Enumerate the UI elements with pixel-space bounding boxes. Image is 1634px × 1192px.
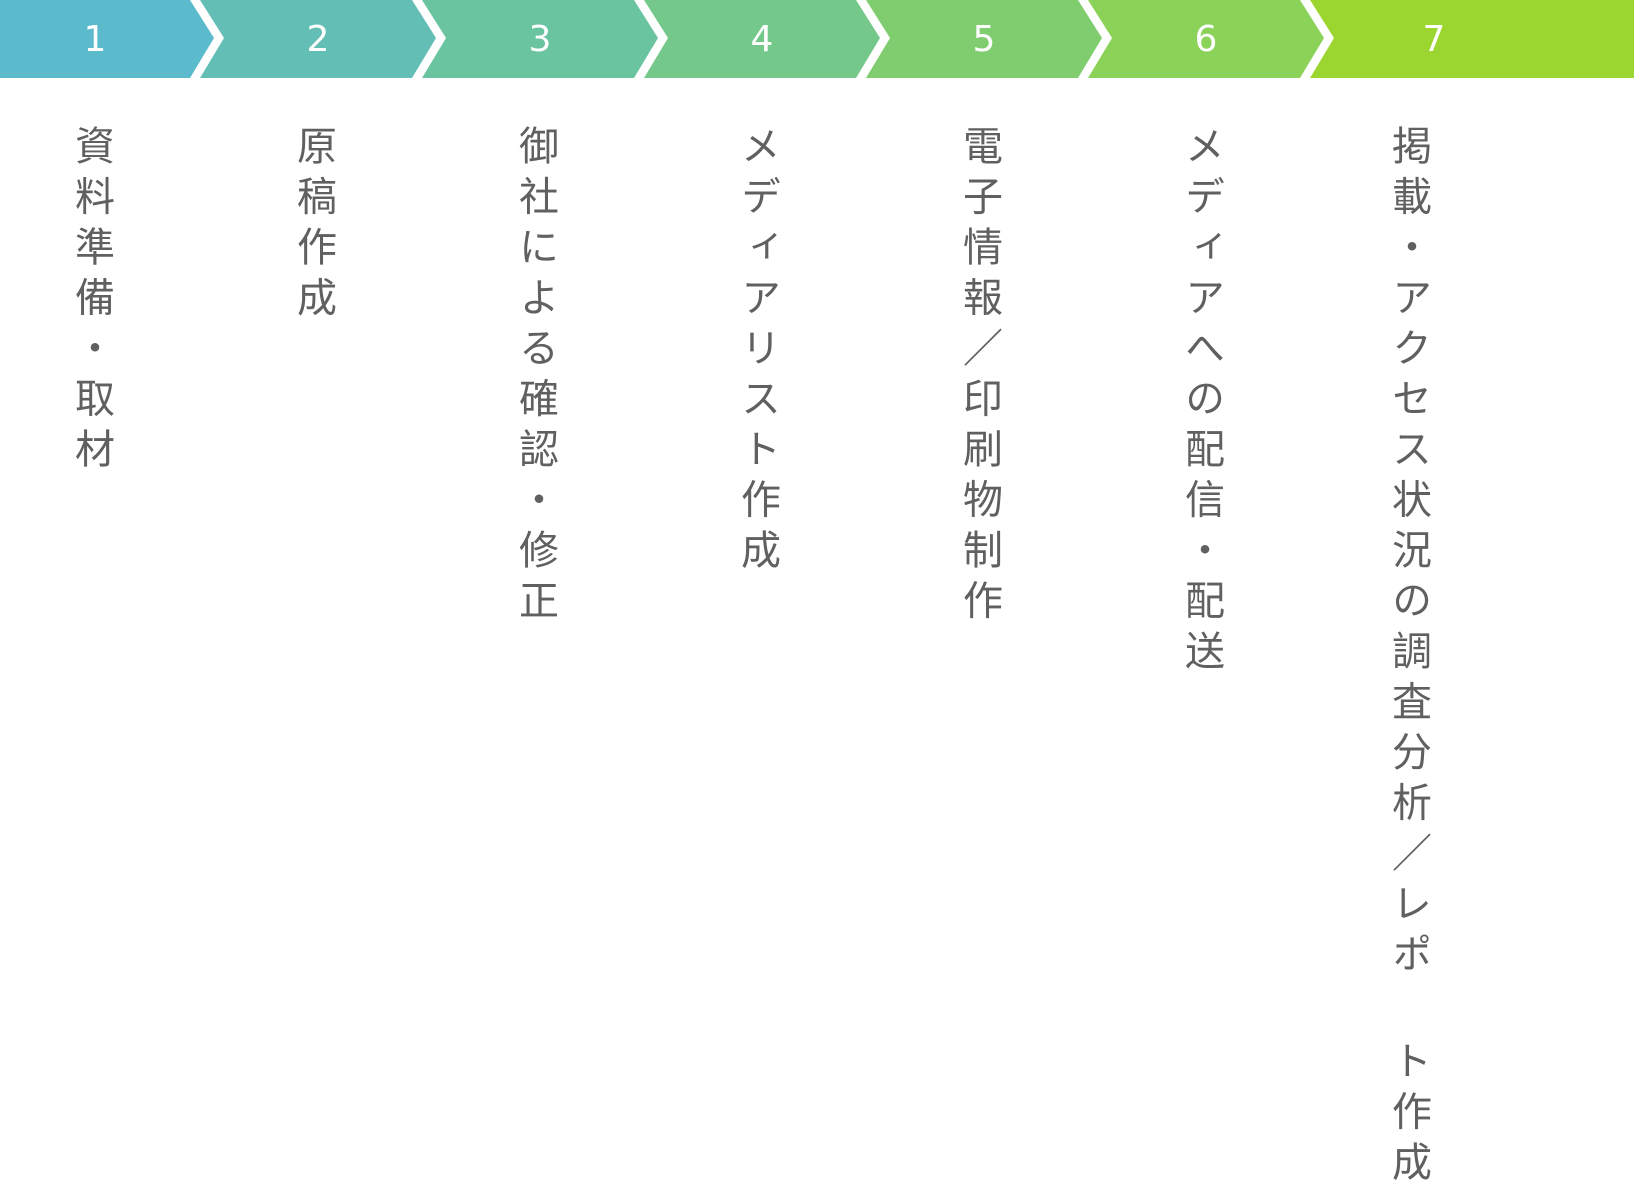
step-2-arrow-shape [200,0,436,78]
step-5-arrow-shape [866,0,1102,78]
step-5-arrow-fill [866,0,1102,78]
step-5-number: 5 [972,19,996,60]
step-6-arrow-shape [1088,0,1324,78]
step-7-arrow-shape [1310,0,1634,78]
step-6-arrow-fill [1088,0,1324,78]
step-3-arrow-shape [422,0,658,78]
step-4-arrow-shape [644,0,880,78]
step-3-arrow-fill [422,0,658,78]
step-4-number: 4 [750,19,774,60]
step-2-number: 2 [306,19,330,60]
step-4-arrow-fill [644,0,880,78]
step-1-arrow-shape [0,0,214,78]
step-5-label: 電子情報／印刷物制作 [956,125,1002,630]
step-6-number: 6 [1194,19,1218,60]
step-6-label: メディアへの配信・配送 [1178,125,1224,681]
step-2-arrow-fill [200,0,436,78]
step-7-label: 掲載・アクセス状況の調査分析／レポ ト作成 [1385,125,1431,1192]
step-1-arrow-fill [0,0,214,78]
step-1-label: 資料準備・取材 [68,125,114,479]
step-7-number: 7 [1422,19,1446,60]
step-7-arrow-fill [1310,0,1634,78]
step-2-label: 原稿作成 [290,125,336,327]
step-4-label: メディアリスト作成 [734,125,780,580]
step-3-number: 3 [528,19,552,60]
step-3-label: 御社による確認・修正 [512,125,558,630]
step-1-number: 1 [83,19,107,60]
